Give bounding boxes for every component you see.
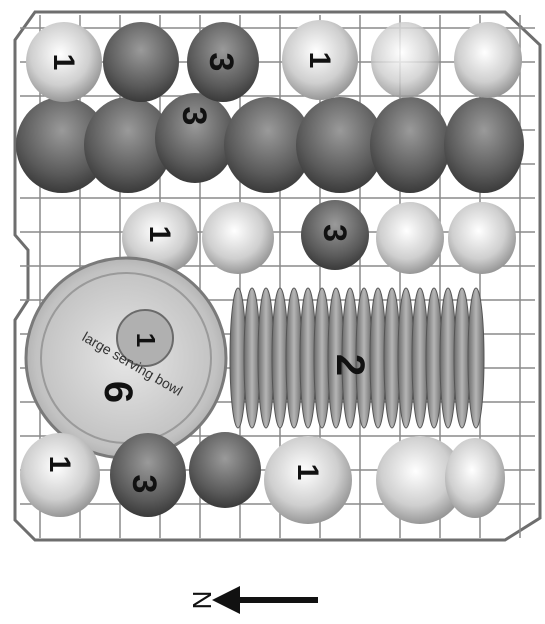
cup [454,22,522,98]
cup [20,433,100,517]
label-cup-mid: 1 [143,226,176,243]
label-cup-bottom-left: 1 [43,456,76,473]
cup [448,202,516,274]
label-glass-top-a: 3 [202,53,240,72]
cup [202,202,274,274]
glass [189,432,261,508]
cup [445,438,505,518]
label-bowl-large: 6 [96,381,140,403]
glass [370,97,450,193]
glass [444,97,524,193]
label-glass-bottom: 3 [125,475,163,494]
direction-indicator: N [187,586,318,614]
top-row [16,20,524,193]
direction-label: N [187,591,217,610]
cup [376,202,444,274]
label-glass-mid: 3 [317,224,353,242]
glass [103,22,179,102]
label-glass-top-b: 3 [175,107,213,126]
label-cup-bottom-right: 1 [291,464,324,481]
label-cup-top-right: 1 [303,52,336,69]
plate [468,288,484,428]
cup [371,22,439,98]
label-bowl-center: 1 [131,333,161,347]
label-plates: 2 [328,354,372,376]
label-cup-top-left: 1 [47,54,80,71]
